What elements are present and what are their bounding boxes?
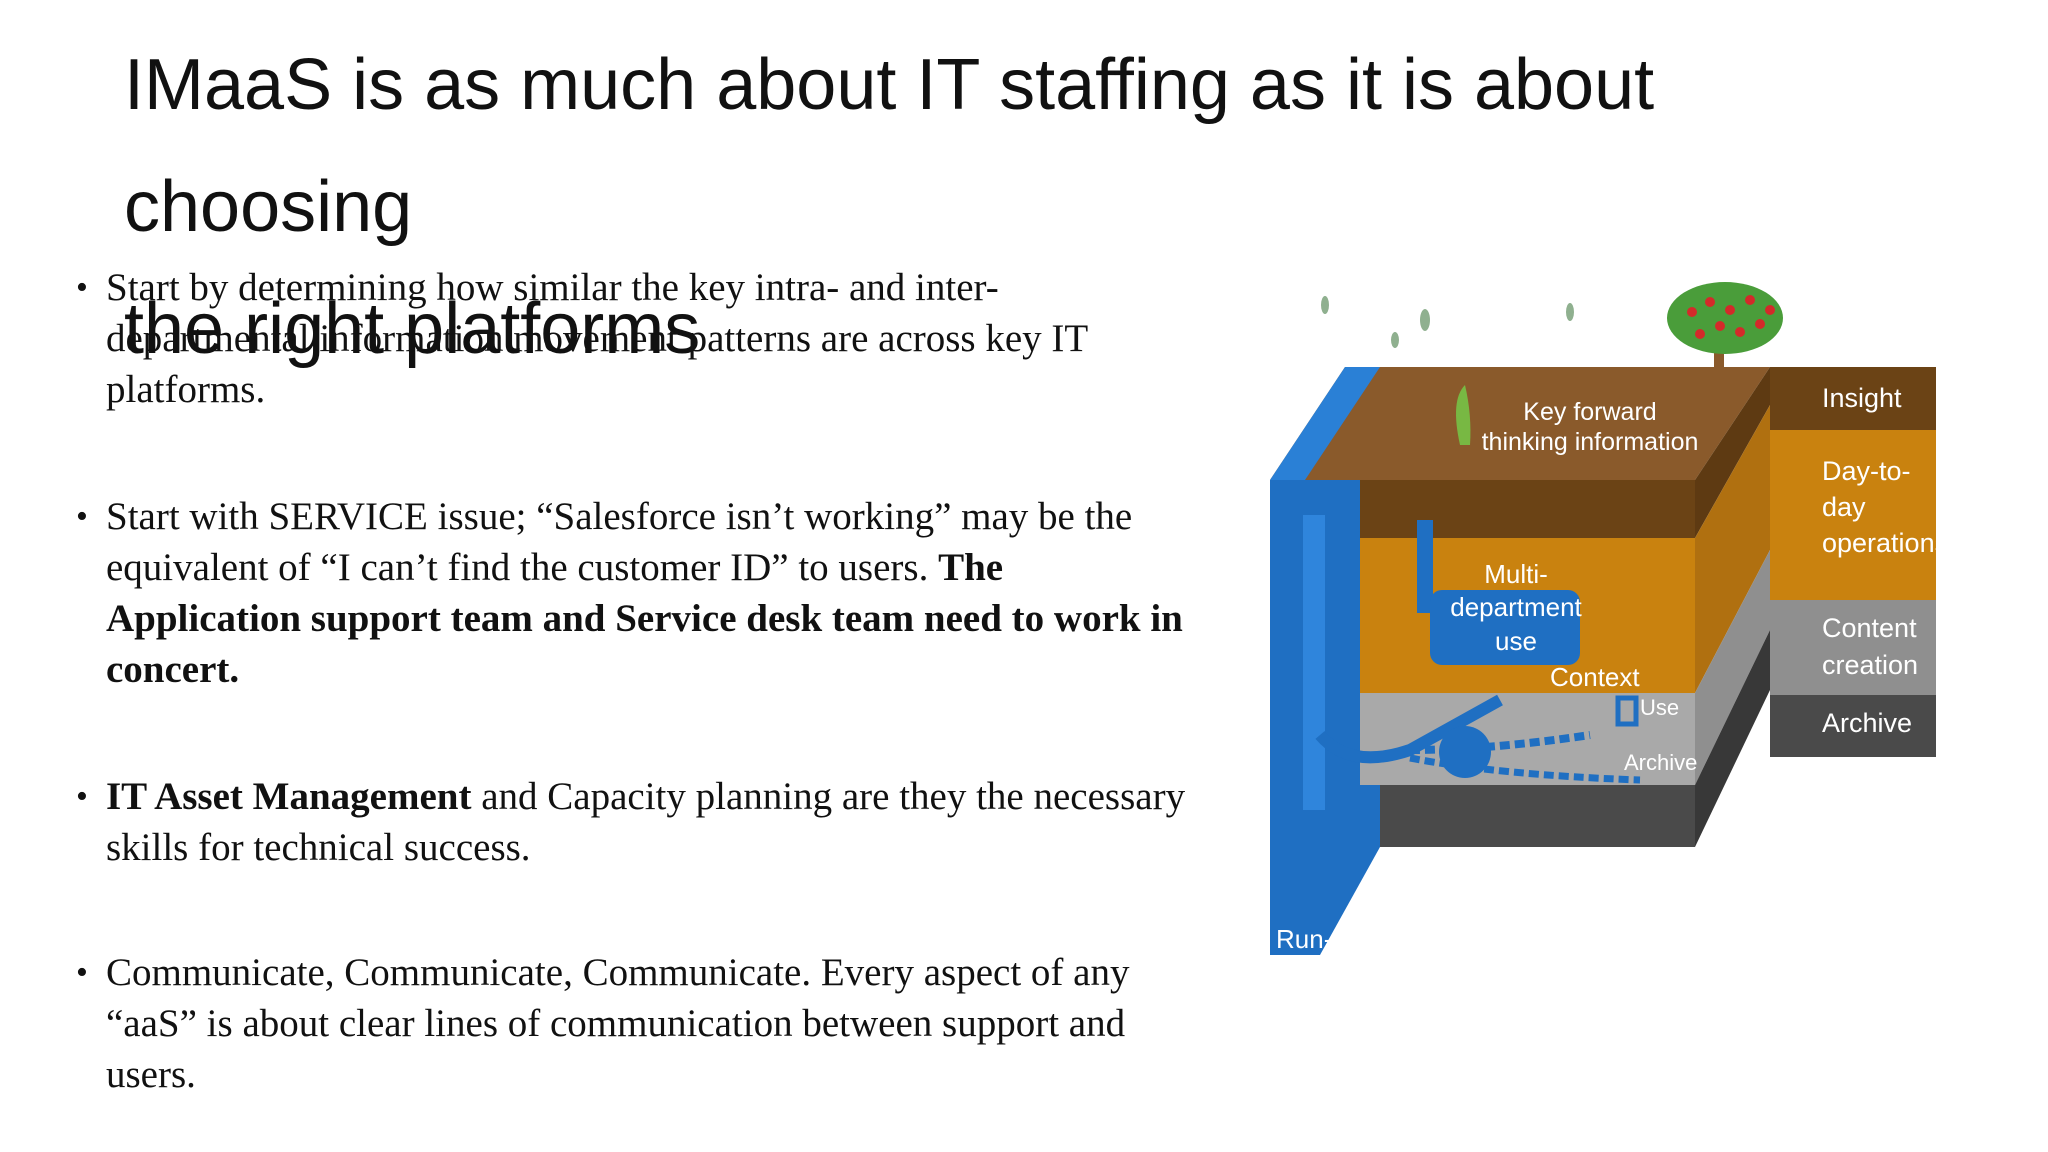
insight-band xyxy=(1770,367,1936,430)
soil-layer-side xyxy=(1695,367,1770,538)
label-multi-3: use xyxy=(1495,626,1537,656)
bullet-dot-icon: • xyxy=(76,954,88,991)
reservoir-icon xyxy=(1439,726,1491,778)
information-layers-diagram: Insight Day-to- day operations Content c… xyxy=(1270,282,1948,955)
runoff-base xyxy=(1270,785,1380,955)
label-archive-inner: Archive xyxy=(1624,750,1697,775)
archive-layer-front xyxy=(1380,785,1695,847)
slide-title-line-1: IMaaS is as much about IT staffing as it… xyxy=(124,45,1655,247)
bullet-dot-icon: • xyxy=(76,778,88,815)
flow-pipe xyxy=(1409,754,1641,784)
bullet-text: Start with SERVICE issue; “Salesforce is… xyxy=(106,495,1133,589)
content-band xyxy=(1770,600,1936,695)
label-context: Context xyxy=(1550,662,1640,692)
label-day-to-day-1: Day-to- xyxy=(1822,456,1911,486)
plant-icon xyxy=(1456,385,1471,445)
bullet-dot-icon: • xyxy=(76,269,88,306)
label-multi-2: department xyxy=(1450,592,1582,622)
bullet-text: Start by determining how similar the key… xyxy=(106,266,1088,411)
label-insight: Insight xyxy=(1822,383,1902,413)
apple-tree-icon xyxy=(1667,282,1783,354)
bullet-item: • Communicate, Communicate, Communicate.… xyxy=(76,947,1196,1100)
runoff-top-surface xyxy=(1270,367,1380,480)
runoff-pipe xyxy=(1303,515,1325,810)
operations-layer-side xyxy=(1695,405,1770,693)
label-day-to-day-3: operations xyxy=(1822,528,1948,558)
top-surface xyxy=(1270,367,1770,480)
label-use: Use xyxy=(1640,695,1679,720)
bullet-text: and Capacity planning are they the neces… xyxy=(106,775,1186,869)
label-multi-1: Multi- xyxy=(1484,559,1548,589)
flow-pipe xyxy=(1409,731,1591,754)
label-key-forward-1: Key forward xyxy=(1523,398,1656,426)
bullet-text: Communicate, Communicate, Communicate. E… xyxy=(106,951,1130,1096)
label-day-to-day-2: day xyxy=(1822,492,1866,522)
label-content-1: Content xyxy=(1822,613,1917,643)
bullet-bold-lead: IT Asset Management xyxy=(106,775,472,818)
label-archive: Archive xyxy=(1822,708,1912,738)
archive-layer-side xyxy=(1695,630,1770,847)
apples-icon xyxy=(1687,295,1775,339)
bullet-item: • Start by determining how similar the k… xyxy=(76,262,1196,415)
operations-band xyxy=(1770,430,1936,600)
bullet-dot-icon: • xyxy=(76,498,88,535)
content-layer-side xyxy=(1695,550,1770,785)
bullet-list: • Start by determining how similar the k… xyxy=(76,262,1196,1100)
archive-band xyxy=(1770,695,1936,757)
bullet-item: • Start with SERVICE issue; “Salesforce … xyxy=(76,491,1196,695)
label-runoff: Run-off xyxy=(1276,924,1362,954)
raindrops-icon xyxy=(1321,296,1574,348)
slide-title-line-2: the right platforms xyxy=(124,289,701,369)
bullet-bold-text: The Application support team and Service… xyxy=(106,546,1183,691)
flow-pipe xyxy=(1315,694,1503,764)
multi-department-box xyxy=(1430,590,1580,665)
label-key-forward-2: thinking information xyxy=(1482,428,1699,456)
bullet-item: • IT Asset Management and Capacity plann… xyxy=(76,771,1196,873)
slide-title: IMaaS is as much about IT staffing as it… xyxy=(124,24,1924,390)
use-box-icon xyxy=(1615,695,1639,727)
label-content-2: creation xyxy=(1822,650,1918,680)
